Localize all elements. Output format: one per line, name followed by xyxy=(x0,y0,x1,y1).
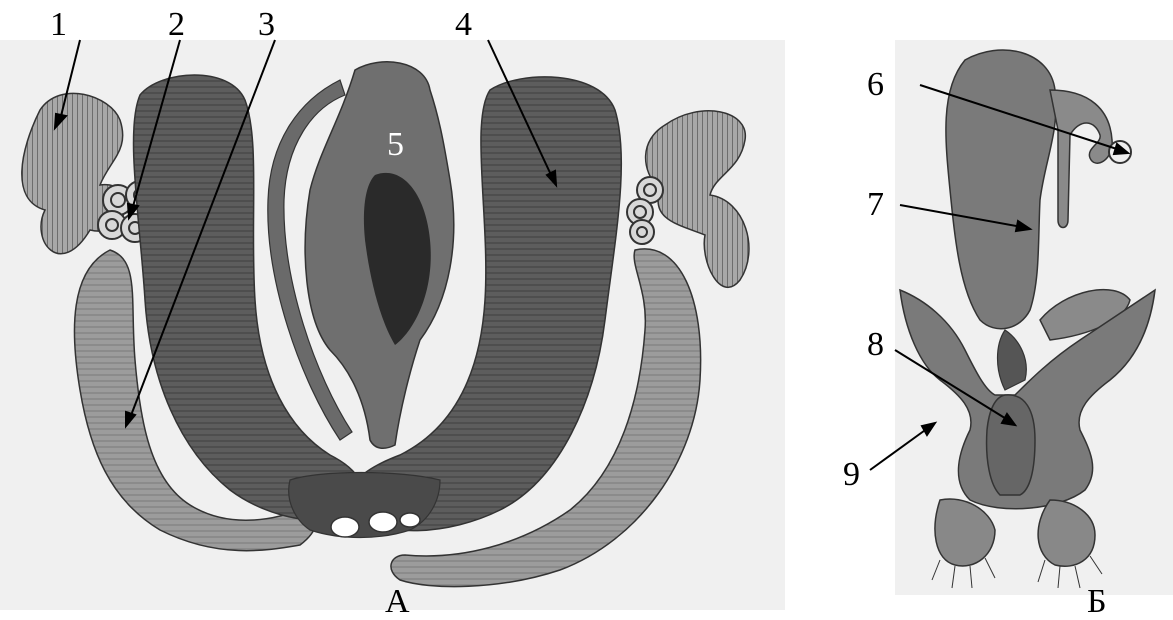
label-9: 9 xyxy=(843,458,860,492)
label-3: 3 xyxy=(258,8,275,42)
panel-b-letter: Б xyxy=(1087,585,1107,619)
label-1: 1 xyxy=(50,8,67,42)
central-plate xyxy=(987,395,1035,495)
label-5: 5 xyxy=(387,128,404,162)
panel-a-figure: 1 2 3 4 5 А xyxy=(0,0,790,615)
label-2: 2 xyxy=(168,8,185,42)
label-6: 6 xyxy=(867,68,884,102)
label-7: 7 xyxy=(867,188,884,222)
label-4: 4 xyxy=(455,8,472,42)
panel-a-letter: А xyxy=(385,585,410,619)
panel-b-illustration xyxy=(790,0,1173,615)
panel-a-illustration xyxy=(0,0,790,615)
panel-b-figure: 6 7 8 9 Б xyxy=(790,0,1173,615)
label-8: 8 xyxy=(867,328,884,362)
